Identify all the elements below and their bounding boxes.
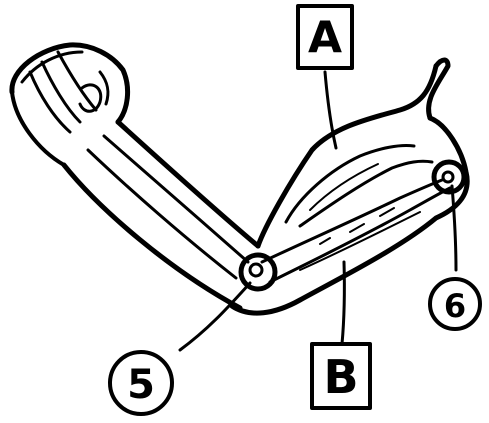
upper-arm-illustration [232, 60, 467, 313]
leader-line-6 [452, 186, 456, 270]
forearm-illustration [64, 122, 258, 308]
label-5-text: 5 [127, 362, 155, 408]
label-6: 6 [430, 279, 480, 329]
label-b: B [312, 344, 370, 408]
label-a: A [298, 6, 352, 68]
elbow-joint [241, 255, 275, 289]
label-a-text: A [308, 13, 342, 64]
label-b-text: B [323, 350, 358, 404]
label-6-text: 6 [444, 287, 466, 325]
label-5: 5 [110, 352, 172, 414]
fist-illustration [12, 45, 128, 165]
